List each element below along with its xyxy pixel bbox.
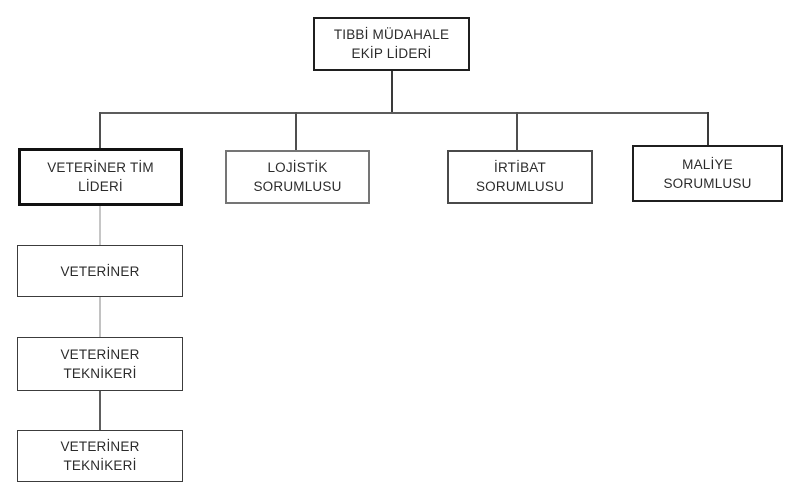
node-tibbi-mudahale-ekip-lideri: TIBBİ MÜDAHALE EKİP LİDERİ <box>313 17 470 71</box>
node-maliye-sorumlusu: MALİYE SORUMLUSU <box>632 145 783 202</box>
node-label-line: TIBBİ MÜDAHALE <box>333 27 450 42</box>
connector-drop-maliye <box>707 112 709 145</box>
connector-timlideri-veteriner <box>99 206 101 245</box>
node-label-line: SORUMLUSU <box>475 179 565 194</box>
node-label-line: TEKNİKERİ <box>63 366 137 381</box>
node-label-line: LİDERİ <box>78 179 123 194</box>
node-label-line: İRTİBAT <box>494 160 546 175</box>
node-veteriner-teknikeri-1: VETERİNER TEKNİKERİ <box>17 337 183 391</box>
node-label-line: EKİP LİDERİ <box>351 46 432 61</box>
node-label-line: VETERİNER <box>60 439 140 454</box>
node-label-line: LOJİSTİK <box>267 160 328 175</box>
connector-main-horizontal <box>99 112 709 114</box>
node-label-line: SORUMLUSU <box>253 179 342 194</box>
node-lojistik-sorumlusu: LOJİSTİK SORUMLUSU <box>225 150 370 204</box>
connector-veteriner-teknikeri1 <box>99 297 101 337</box>
node-label-line: VETERİNER <box>60 263 140 279</box>
node-label-line: VETERİNER TİM <box>47 160 154 175</box>
connector-drop-lojistik <box>295 112 297 150</box>
connector-root-vertical <box>391 71 393 114</box>
connector-teknikeri1-teknikeri2 <box>99 391 101 430</box>
node-label-line: MALİYE <box>682 156 733 172</box>
node-veteriner-teknikeri-2: VETERİNER TEKNİKERİ <box>17 430 183 482</box>
node-irtibat-sorumlusu: İRTİBAT SORUMLUSU <box>447 150 593 204</box>
node-veteriner: VETERİNER <box>17 245 183 297</box>
node-label-line: TEKNİKERİ <box>63 458 137 473</box>
node-veteriner-tim-lideri: VETERİNER TİM LİDERİ <box>18 148 183 206</box>
connector-drop-irtibat <box>516 112 518 150</box>
connector-drop-veteriner-tim-lideri <box>99 112 101 148</box>
node-label-line: VETERİNER <box>60 347 140 362</box>
node-label-line: SORUMLUSU <box>663 175 752 191</box>
